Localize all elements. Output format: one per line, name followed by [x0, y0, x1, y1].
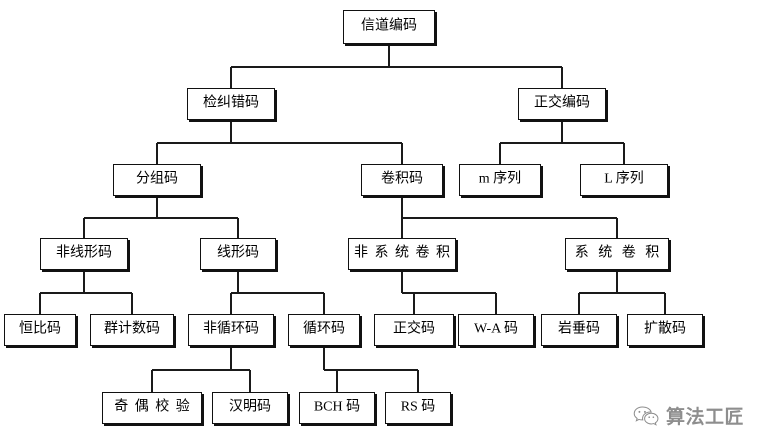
node-l5e[interactable]: 正交码 — [374, 314, 454, 346]
node-label: 群计数码 — [104, 321, 160, 337]
node-l5b[interactable]: 群计数码 — [90, 314, 174, 346]
node-label: 非循环码 — [203, 321, 259, 337]
node-l5d[interactable]: 循环码 — [288, 314, 360, 346]
node-label: 非 系 统 卷 积 — [354, 245, 452, 261]
node-label: 循环码 — [303, 321, 345, 337]
node-l3d[interactable]: L 序列 — [580, 164, 668, 196]
node-l4a[interactable]: 非线形码 — [40, 238, 128, 270]
node-l5a[interactable]: 恒比码 — [4, 314, 76, 346]
node-root[interactable]: 信道编码 — [343, 10, 435, 44]
node-l6a[interactable]: 奇 偶 校 验 — [102, 392, 202, 424]
node-l5h[interactable]: 扩散码 — [627, 314, 703, 346]
node-l5f[interactable]: W-A 码 — [458, 314, 534, 346]
node-l4b[interactable]: 线形码 — [200, 238, 276, 270]
watermark: 算法工匠 — [633, 402, 744, 429]
node-label: 卷积码 — [381, 171, 423, 187]
node-label: 汉明码 — [229, 399, 271, 415]
node-l5g[interactable]: 岩垂码 — [541, 314, 617, 346]
node-l4d[interactable]: 系 统 卷 积 — [565, 238, 669, 270]
watermark-text: 算法工匠 — [665, 406, 744, 428]
node-label: BCH 码 — [313, 399, 361, 415]
node-label: 信道编码 — [361, 18, 417, 34]
node-label: 正交编码 — [534, 95, 590, 111]
wechat-icon — [633, 405, 659, 426]
node-l5c[interactable]: 非循环码 — [188, 314, 274, 346]
node-label: 系 统 卷 积 — [574, 245, 663, 261]
node-l2b[interactable]: 正交编码 — [518, 88, 606, 120]
node-label: 非线形码 — [56, 245, 112, 261]
node-l3a[interactable]: 分组码 — [113, 164, 201, 196]
node-l6b[interactable]: 汉明码 — [212, 392, 288, 424]
node-l6c[interactable]: BCH 码 — [299, 392, 375, 424]
node-label: 恒比码 — [19, 321, 61, 337]
node-label: 扩散码 — [644, 321, 686, 337]
node-label: 检纠错码 — [203, 95, 259, 111]
node-label: 奇 偶 校 验 — [114, 399, 192, 415]
node-l3b[interactable]: 卷积码 — [361, 164, 443, 196]
node-label: 线形码 — [217, 245, 259, 261]
node-l6d[interactable]: RS 码 — [385, 392, 451, 424]
node-label: 正交码 — [393, 321, 435, 337]
node-label: W-A 码 — [474, 321, 518, 337]
node-label: 岩垂码 — [558, 321, 600, 337]
node-l4c[interactable]: 非 系 统 卷 积 — [348, 238, 456, 270]
node-label: m 序列 — [478, 171, 522, 187]
node-l3c[interactable]: m 序列 — [459, 164, 541, 196]
node-label: RS 码 — [400, 399, 436, 415]
node-label: L 序列 — [604, 171, 644, 187]
node-label: 分组码 — [136, 171, 178, 187]
node-l2a[interactable]: 检纠错码 — [187, 88, 275, 120]
